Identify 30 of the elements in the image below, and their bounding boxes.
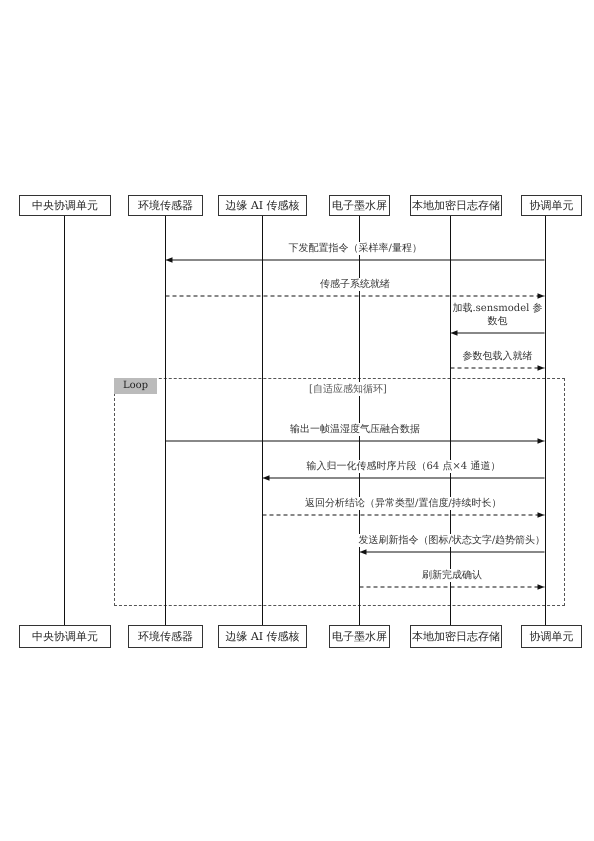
message-arrow <box>165 257 545 263</box>
message-arrow <box>165 293 545 299</box>
message-label: 刷新完成确认 <box>422 569 482 582</box>
message-arrow <box>450 330 545 336</box>
message-arrow <box>450 365 545 371</box>
participant-box: 中央协调单元 <box>19 625 111 648</box>
lifeline <box>544 216 546 625</box>
message-arrow <box>359 584 545 590</box>
participant-box: 本地加密日志存储 <box>410 195 502 216</box>
loop-tag: Loop <box>114 378 157 394</box>
participant-box: 协调单元 <box>521 625 582 648</box>
message-label: 加载.sensmodel 参数包 <box>452 302 542 328</box>
message-label: 输出一帧温湿度气压融合数据 <box>290 423 420 436</box>
participant-box: 边缘 AI 传感核 <box>218 195 307 216</box>
participant-box: 中央协调单元 <box>19 195 111 216</box>
participant-box: 电子墨水屏 <box>329 625 390 648</box>
message-arrow <box>165 438 545 444</box>
participant-box: 环境传感器 <box>128 625 203 648</box>
participant-box: 电子墨水屏 <box>329 195 390 216</box>
message-arrow <box>262 512 545 518</box>
message-arrow <box>262 475 545 481</box>
participant-box: 边缘 AI 传感核 <box>218 625 307 648</box>
participant-box: 协调单元 <box>521 195 582 216</box>
message-label: 参数包载入就绪 <box>462 350 532 363</box>
participant-box: 本地加密日志存储 <box>410 625 502 648</box>
message-arrow <box>359 549 545 555</box>
participant-box: 环境传感器 <box>128 195 203 216</box>
message-label: 传感子系统就绪 <box>320 278 390 291</box>
lifeline <box>164 216 166 625</box>
loop-condition: [自适应感知循环] <box>309 382 387 396</box>
